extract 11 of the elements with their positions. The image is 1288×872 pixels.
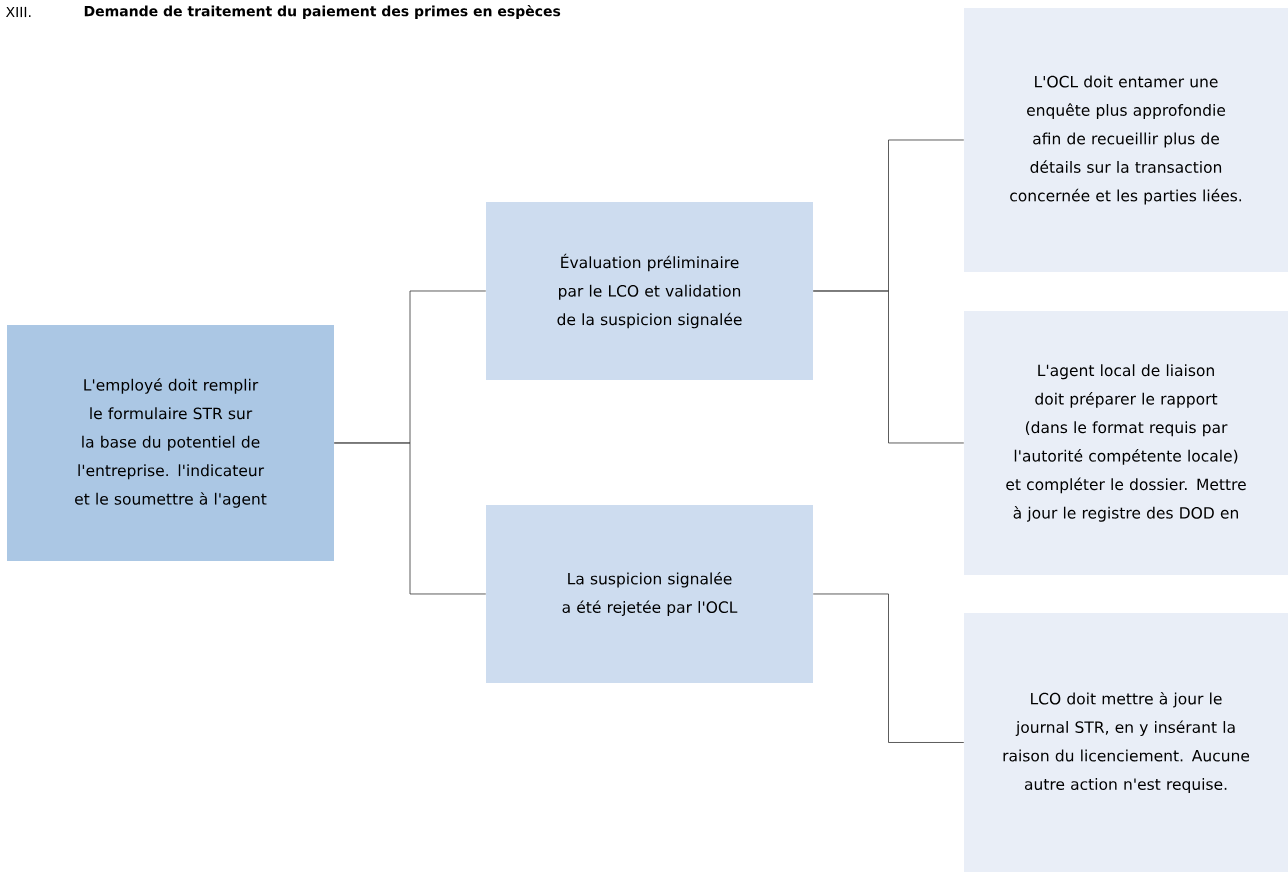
connector-line <box>812 593 965 743</box>
section-number: XIII. <box>5 6 31 18</box>
process-box: L'OCL doit entamer une enquête plus approfondie afin de recueillir plus de détails sur la transaction concernée et les parties liées. <box>964 8 1288 272</box>
connector-line <box>812 290 965 444</box>
process-box: L'agent local de liaison doit préparer le rapport (dans le format requis par l'autorité compétente locale) et compléter le dossier. Mettre à jour le registre des DOD en <box>964 311 1288 575</box>
process-box: LCO doit mettre à jour le journal STR, en y insérant la raison du licenciement. Aucune autre action n'est requise. <box>964 613 1288 872</box>
connector-line <box>333 442 487 595</box>
process-box: La suspicion signalée a été rejetée par l'OCL <box>486 505 813 683</box>
process-box: Évaluation préliminaire par le LCO et validation de la suspicion signalée <box>486 202 813 380</box>
title: Demande de traitement du paiement des primes en espèces <box>84 4 561 20</box>
process-box: L'employé doit remplir le formulaire STR sur la base du potentiel de l'entreprise. l'indicateur et le soumettre à l'agent <box>7 325 334 561</box>
